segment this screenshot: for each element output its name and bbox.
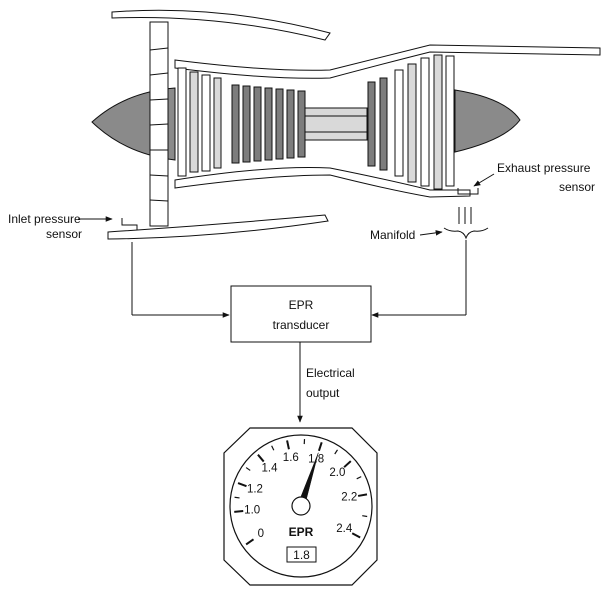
tail-cone <box>454 89 521 153</box>
fan-cowl-lower <box>107 214 329 240</box>
gauge-title: EPR <box>289 525 314 539</box>
inlet-probe <box>121 218 138 230</box>
gauge-major-tick <box>351 532 361 539</box>
gauge-major-tick <box>237 482 247 488</box>
core-casing-upper <box>174 44 601 79</box>
inlet-label-line2: sensor <box>46 227 82 241</box>
connection-lines <box>78 173 495 423</box>
gauge-tick-label: 1.0 <box>244 504 260 516</box>
gauge-major-tick <box>317 441 323 452</box>
gauge-minor-tick <box>234 496 240 499</box>
fan-blade <box>149 21 169 227</box>
gauge-major-tick <box>286 440 290 450</box>
gauge-readout: 1.8 <box>293 548 310 562</box>
gauge-tick-label: 1.6 <box>283 452 299 464</box>
epr-gauge: 01.01.21.41.61.82.02.22.4 EPR 1.8 <box>223 427 378 586</box>
gauge-major-tick <box>234 510 244 513</box>
gauge-hub <box>291 496 311 516</box>
transducer-label-line2: transducer <box>273 318 330 332</box>
output-label-line1: Electrical <box>306 366 355 380</box>
gauge-readout-box <box>286 546 317 563</box>
gauge-tick-label: 2.2 <box>341 492 357 504</box>
jet-engine <box>91 9 601 240</box>
gauge-minor-tick <box>334 449 338 455</box>
exhaust-probe <box>457 188 479 195</box>
gauge-tick-label: 2.4 <box>336 523 353 535</box>
inlet-label-line1: Inlet pressure <box>8 212 81 226</box>
turbine-stages <box>367 54 455 190</box>
compressor-stages <box>177 67 306 177</box>
gauge-tick-label: 1.2 <box>247 483 263 495</box>
fan-cowl-upper <box>111 9 331 41</box>
output-label-line2: output <box>306 386 340 400</box>
gauge-major-tick <box>245 538 255 546</box>
manifold-label: Manifold <box>370 228 415 242</box>
gauge-minor-tick <box>271 445 275 451</box>
exhaust-label-line2: sensor <box>559 180 595 194</box>
gauge-minor-tick <box>356 476 362 480</box>
core-casing-lower <box>174 167 471 198</box>
epr-transducer: EPR transducer <box>230 285 372 343</box>
gauge-minor-tick <box>362 515 368 518</box>
gauge-tick-label: 1.4 <box>262 462 279 474</box>
gauge-tick-label: 0 <box>258 528 264 540</box>
gauge-tick-label: 2.0 <box>329 467 345 479</box>
labels: Inlet pressure sensor Exhaust pressure s… <box>8 161 595 400</box>
exhaust-label-line1: Exhaust pressure <box>497 161 591 175</box>
gauge-major-tick <box>343 460 352 468</box>
gauge-minor-tick <box>245 467 251 471</box>
transducer-label-line1: EPR <box>289 298 314 312</box>
gauge-major-tick <box>257 454 265 463</box>
gauge-ticks <box>234 439 368 546</box>
engine-shaft <box>304 107 368 141</box>
gauge-major-tick <box>357 493 368 497</box>
gauge-tick-labels: 01.01.21.41.61.82.02.22.4 <box>244 452 357 540</box>
